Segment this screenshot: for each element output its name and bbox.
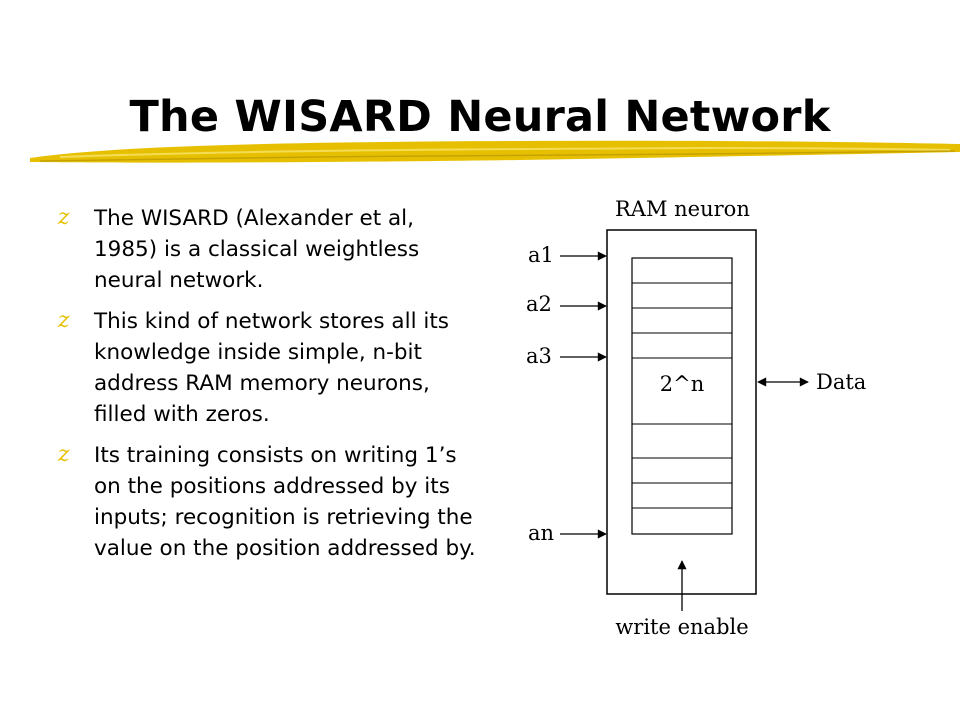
bullet-text: This kind of network stores all its know…	[94, 309, 449, 427]
bullet-z-icon: z	[58, 308, 70, 333]
memory-row-lines	[632, 282, 732, 509]
ram-memory-table	[631, 257, 733, 535]
bullet-text: The WISARD (Alexander et al, 1985) is a …	[94, 206, 420, 293]
ram-outer-box	[606, 229, 757, 595]
bullet-item: z This kind of network stores all its kn…	[58, 306, 478, 430]
bullet-item: z Its training consists on writing 1’s o…	[58, 440, 478, 564]
bullet-text: Its training consists on writing 1’s on …	[94, 443, 476, 561]
title-underline	[30, 140, 960, 163]
input-label-a1: a1	[528, 243, 554, 267]
bullet-z-icon: z	[58, 442, 70, 467]
slide-title: The WISARD Neural Network	[129, 92, 831, 142]
diagram-title: RAM neuron	[615, 197, 750, 221]
memory-size-label: 2^n	[660, 372, 704, 396]
input-label-a2: a2	[526, 292, 552, 316]
write-enable-label: write enable	[615, 615, 748, 639]
bullet-item: z The WISARD (Alexander et al, 1985) is …	[58, 203, 478, 296]
data-label: Data	[816, 370, 866, 394]
bullet-list: z The WISARD (Alexander et al, 1985) is …	[58, 203, 478, 574]
bullet-z-icon: z	[58, 205, 70, 230]
input-label-a3: a3	[526, 344, 552, 368]
input-label-an: an	[528, 521, 554, 545]
ram-neuron-diagram: RAM neuron 2^n a1 a2 a3 an Data write en…	[526, 197, 866, 639]
